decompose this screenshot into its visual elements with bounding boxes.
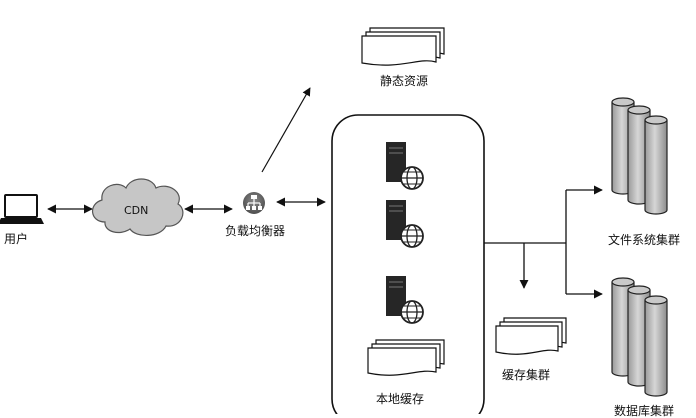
database-cylinder-icon xyxy=(611,97,668,215)
web-server-globe-icon xyxy=(386,200,424,248)
web-server-globe-icon xyxy=(386,142,424,190)
local-cache-label: 本地缓存 xyxy=(376,392,425,406)
static-resources-label: 静态资源 xyxy=(380,74,429,88)
load-balancer-label: 负载均衡器 xyxy=(225,224,286,238)
user-label: 用户 xyxy=(4,232,29,246)
laptop-icon xyxy=(0,194,44,224)
web-server-globe-icon xyxy=(386,276,424,324)
load-balancer-icon xyxy=(243,192,265,214)
database-cylinder-icon xyxy=(611,277,668,397)
cdn-label: CDN xyxy=(124,204,149,217)
document-stack-icon xyxy=(361,27,445,66)
cloud-icon xyxy=(92,178,184,236)
file-system-cluster-label: 文件系统集群 xyxy=(608,233,681,247)
local-cache-container xyxy=(331,114,485,418)
storage-connectors xyxy=(484,185,603,299)
database-cluster-label: 数据库集群 xyxy=(614,404,675,418)
lb-static-arrow xyxy=(261,87,311,173)
document-stack-icon xyxy=(367,339,445,376)
document-stack-icon xyxy=(495,317,567,355)
cache-cluster-label: 缓存集群 xyxy=(502,368,551,382)
